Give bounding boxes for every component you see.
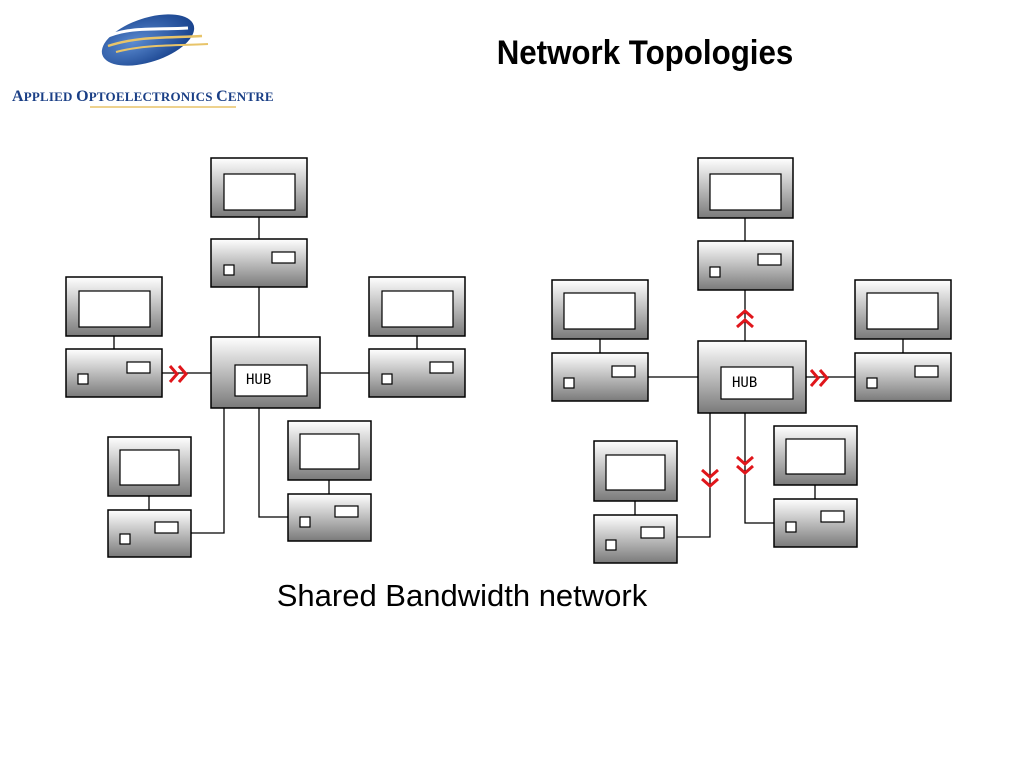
right-links (648, 290, 855, 538)
right-station-bottom-right (773, 425, 858, 548)
right-station-right (854, 279, 952, 402)
right-station-top (697, 157, 794, 291)
left-traffic-arrow-right-icon (168, 364, 188, 384)
organization-logo: Applied Optoelectronics Centre (8, 8, 288, 112)
logo-swoosh-icon (101, 14, 209, 66)
right-network: HUB (551, 157, 952, 564)
right-station-left (551, 279, 649, 402)
right-traffic-arrow-right-icon (809, 368, 829, 388)
left-network: HUB (65, 157, 466, 558)
left-station-right (368, 276, 466, 398)
left-hub-label: HUB (246, 372, 271, 388)
page-title: Network Topologies (496, 34, 794, 72)
right-hub: HUB (697, 340, 807, 414)
left-station-bottom-right (287, 420, 372, 542)
left-station-left (65, 276, 163, 398)
logo-underline (90, 106, 236, 108)
left-station-top (210, 157, 308, 288)
right-station-bottom-left (593, 440, 678, 564)
left-hub: HUB (210, 336, 321, 409)
right-hub-label: HUB (732, 375, 757, 391)
logo-org-name: Applied Optoelectronics Centre (12, 88, 274, 105)
left-station-bottom-left (107, 436, 192, 558)
diagram-caption: Shared Bandwidth network (276, 578, 648, 613)
